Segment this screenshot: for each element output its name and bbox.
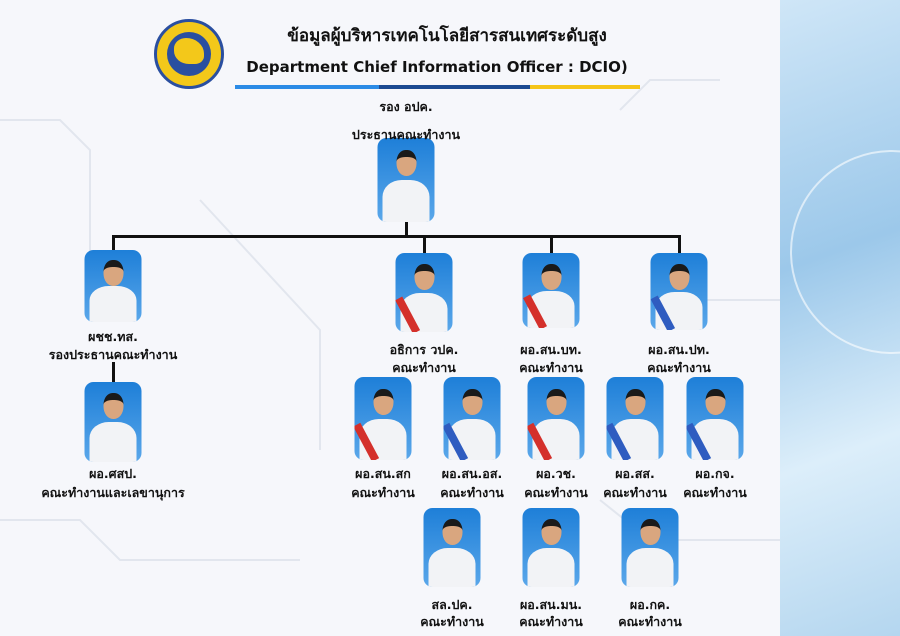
node-position: ผอ.สน.ปท. [648,342,710,357]
node-role: คณะทำงาน [392,360,456,375]
node-position: ผอ.วช. [536,466,576,481]
portrait-photo [395,253,453,332]
node-role: คณะทำงานและเลขานุการ [41,485,185,500]
node-position: ผอ.สน.มน. [519,597,583,612]
node-role: ประธานคณะทำงาน [351,127,461,142]
portrait-photo [84,250,142,322]
node-position: ผอ.ศสป. [89,466,137,481]
node-position: ผอ.สน.สก [355,466,411,481]
node-role: คณะทำงาน [647,360,711,375]
node-position: รอง อปค. [379,99,433,114]
node-role: คณะทำงาน [351,485,415,500]
node-position: ผอ.กค. [629,597,671,612]
background-tech-image [780,0,900,636]
connector [423,235,426,253]
portrait-photo [354,377,412,460]
node-role: คณะทำงาน [618,614,682,629]
portrait-photo [650,253,708,330]
node-role: คณะทำงาน [683,485,747,500]
connector [405,222,408,237]
connector [112,235,680,238]
node-role: คณะทำงาน [603,485,667,500]
node-role: คณะทำงาน [519,360,583,375]
circuit-background [0,79,780,561]
title-thai: ข้อมูลผู้บริหารเทคโนโลยีสารสนเทศระดับสูง [287,26,607,46]
portrait-photo [377,138,435,222]
connector [678,235,681,253]
node-position: ผอ.สส. [615,466,655,481]
title-english: Department Chief Information Officer : D… [246,58,628,76]
title-underline [235,85,640,89]
portrait-photo [423,508,481,587]
connector [112,235,115,251]
portrait-photo [84,382,142,462]
node-position: ผชช.ทส. [88,329,138,344]
node-role: รองประธานคณะทำงาน [48,347,178,362]
node-role: คณะทำงาน [440,485,504,500]
portrait-photo [606,377,664,460]
connector [550,235,553,253]
node-role: คณะทำงาน [519,614,583,629]
portrait-photo [621,508,679,587]
portrait-photo [527,377,585,460]
node-position: สล.ปค. [431,597,473,612]
connector [112,362,115,382]
node-position: ผอ.กจ. [695,466,735,481]
node-position: อธิการ วปค. [389,342,459,357]
node-role: คณะทำงาน [420,614,484,629]
node-role: คณะทำงาน [524,485,588,500]
portrait-photo [522,253,580,328]
node-position: ผอ.สน.อส. [441,466,503,481]
logo [154,19,224,89]
portrait-photo [686,377,744,460]
portrait-photo [443,377,501,460]
portrait-photo [522,508,580,587]
node-position: ผอ.สน.บท. [520,342,582,357]
